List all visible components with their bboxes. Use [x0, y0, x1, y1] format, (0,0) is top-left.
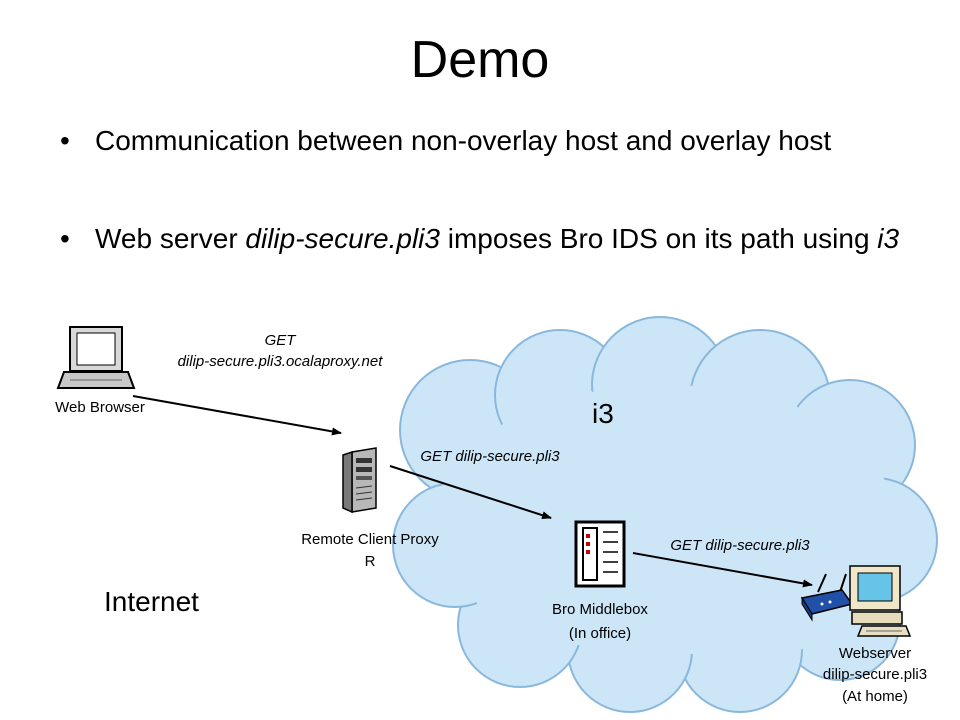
proxy-server-icon — [342, 447, 377, 514]
i3-cloud-label: i3 — [592, 398, 614, 429]
bullet-2-em-i3: i3 — [877, 223, 900, 254]
bullet-dot-icon: • — [60, 223, 70, 254]
bullet-2-text: Web server dilip-secure.pli3 imposes Bro… — [95, 220, 920, 258]
edge-label-middlebox-server: GET dilip-secure.pli3 — [670, 537, 810, 554]
middlebox-label-line2: (In office) — [568, 625, 632, 642]
bullet-2: • Web server dilip-secure.pli3 imposes B… — [60, 220, 920, 258]
slide-title: Demo — [410, 31, 550, 89]
edge-label-browser-proxy-line1: GET — [264, 332, 296, 349]
middlebox-label-line1: Bro Middlebox — [552, 601, 648, 618]
arrow-browser-to-proxy — [132, 395, 342, 436]
bullet-2-mid: imposes Bro IDS on its path using — [439, 223, 878, 254]
webserver-label-line1: Webserver — [838, 645, 912, 662]
webserver-label-line3: (At home) — [842, 688, 908, 705]
bullet-1-text: Communication between non-overlay host a… — [95, 125, 832, 156]
proxy-label-line1: Remote Client Proxy — [301, 531, 439, 548]
middlebox-icon — [574, 520, 626, 588]
web-browser-label: Web Browser — [55, 399, 145, 416]
bullet-2-em-host: dilip-secure.pli3 — [245, 223, 440, 254]
i3-cloud — [392, 316, 938, 713]
bullet-2-pre: Web server — [95, 223, 246, 254]
arrow-middlebox-to-server — [632, 552, 813, 588]
internet-label: Internet — [104, 586, 199, 617]
arrow-proxy-to-middlebox — [389, 465, 552, 520]
proxy-label-line2: R — [364, 553, 376, 570]
desktop-computer-icon — [849, 565, 912, 637]
bullet-1: • Communication between non-overlay host… — [60, 122, 920, 160]
edge-label-browser-proxy-line2: dilip-secure.pli3.ocalaproxy.net — [177, 353, 383, 370]
webserver-label-line2: dilip-secure.pli3 — [822, 666, 928, 683]
bullet-dot-icon: • — [60, 125, 70, 156]
laptop-icon — [56, 326, 136, 389]
edge-label-proxy-middlebox: GET dilip-secure.pli3 — [420, 448, 560, 465]
